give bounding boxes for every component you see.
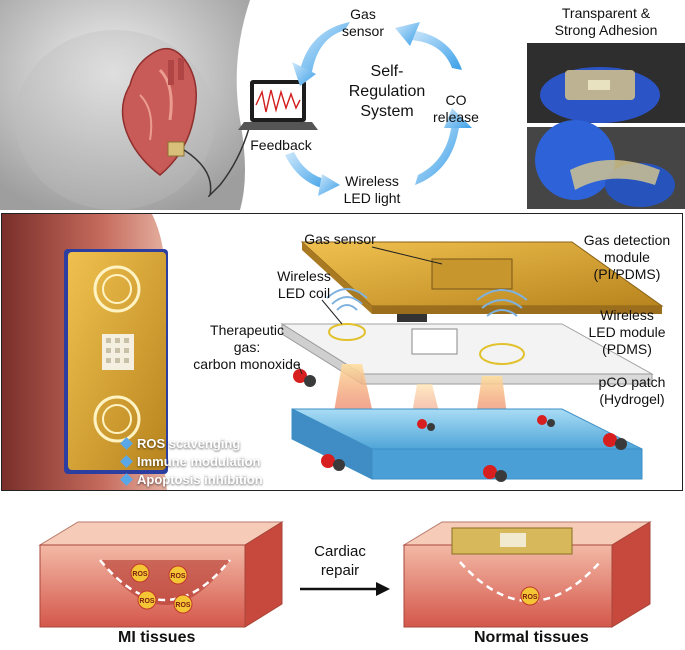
bottom-illustration: ROS ROS ROS ROS ROS — [38, 521, 652, 628]
middle-illustration — [2, 214, 664, 490]
effect-immune-modulation: Immune modulation — [120, 454, 261, 469]
mi-tissue-block: ROS ROS ROS ROS — [38, 521, 284, 628]
ros-badge-text: ROS — [522, 594, 538, 601]
cycle-arrows — [285, 22, 472, 196]
ros-badge-text: ROS — [132, 571, 148, 578]
normal-tissues-label: Normal tissues — [474, 629, 589, 646]
wireless-waves-icon — [326, 288, 528, 317]
therapeutic-gas-label: Therapeutic gas: carbon monoxide — [193, 322, 301, 372]
cycle-center-label: Self- Regulation System — [348, 63, 426, 120]
adhesion-title: Transparent & Strong Adhesion — [554, 5, 658, 38]
mi-ros-badges — [130, 563, 193, 614]
middle-panel: Gas sensor Wireless LED coil Therapeutic… — [1, 213, 683, 491]
feedback-label: Feedback — [250, 137, 312, 153]
mi-tissues-label: MI tissues — [118, 629, 196, 646]
adhesion-photo-1 — [527, 43, 685, 123]
effect-ros-scavenging: ROS scavenging — [120, 436, 240, 451]
diamond-bullet-icon — [120, 437, 133, 450]
pco-patch-label: pCO patch (Hydrogel) — [598, 374, 666, 407]
normal-tissue-block: ROS — [402, 521, 652, 628]
top-panel: Gas sensor Self- Regulation System CO re… — [0, 0, 685, 210]
chest-device — [64, 249, 168, 474]
ros-badge-text: ROS — [139, 598, 155, 605]
heart-patch — [167, 141, 185, 157]
gas-detection-label: Gas detection module (PI/PDMS) — [583, 232, 671, 282]
ros-badge-text: ROS — [170, 573, 186, 580]
effect-apoptosis-inhibition: Apoptosis inhibition — [120, 472, 263, 487]
diamond-bullet-icon — [120, 455, 133, 468]
gas-detection-module — [300, 241, 664, 322]
top-illustration — [0, 0, 685, 210]
pco-patch-hydrogel — [291, 408, 643, 480]
cardiac-repair-arrow — [300, 582, 390, 596]
cardiac-repair-label: Cardiac repair — [314, 543, 366, 579]
pointer-lines — [297, 246, 443, 375]
bottom-panel: ROS ROS ROS ROS ROS Cardiac repair MI ti… — [0, 500, 685, 650]
cycle-gas-sensor-label: Gas sensor — [341, 6, 385, 39]
co-molecules — [293, 369, 627, 482]
diamond-bullet-icon — [120, 473, 133, 486]
led-coil-label: Wireless LED coil — [277, 268, 331, 301]
cycle-co-release-label: CO release — [433, 92, 479, 125]
gas-sensor-label: Gas sensor — [304, 231, 376, 247]
wireless-led-module-label: Wireless LED module (PDMS) — [588, 307, 666, 357]
ros-badge-text: ROS — [175, 602, 191, 609]
adhesion-photo-2 — [527, 120, 685, 209]
laptop-icon — [238, 80, 318, 130]
cycle-wireless-led-label: Wireless LED light — [343, 173, 401, 206]
